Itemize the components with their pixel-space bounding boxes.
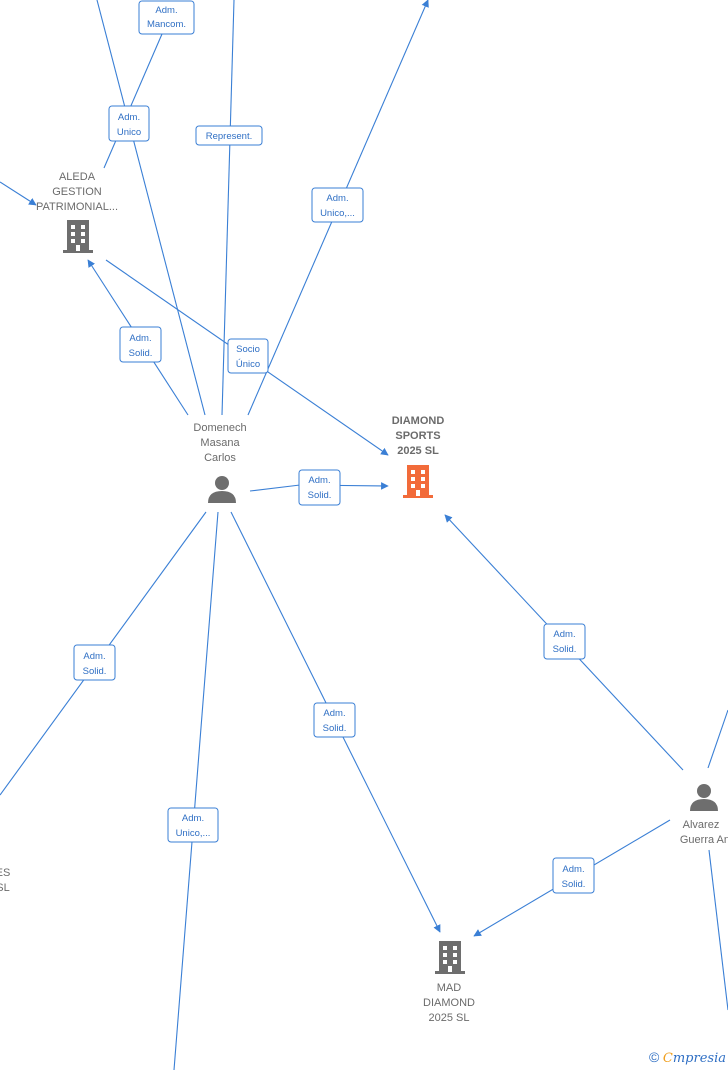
svg-text:Adm.: Adm. (323, 708, 345, 719)
relation-labels: Adm. Mancom. Adm. Unico Represent. Adm. … (73, 0, 595, 894)
svg-text:Solid.: Solid. (308, 490, 332, 501)
node-label: Alvarez (683, 819, 720, 831)
brand-initial: C (662, 1051, 673, 1066)
node-label: SPORTS (395, 430, 440, 442)
edge-alvarez-up (707, 709, 728, 769)
node-diamond-sports-2025-sl[interactable]: DIAMOND SPORTS 2025 SL (392, 415, 445, 498)
edge-represent (221, 0, 235, 416)
relation-adm-solid-diamond[interactable]: Adm. Solid. (298, 469, 341, 506)
node-label: 2025 SL (397, 445, 439, 457)
relation-adm-solid-mad[interactable]: Adm. Solid. (313, 702, 356, 738)
node-label: PATRIMONIAL... (36, 201, 118, 213)
building-icon (63, 220, 93, 253)
copyright-icon: © (648, 1049, 660, 1065)
brand-logo: © Cmpresia (649, 1049, 726, 1066)
node-label: Guerra Ana (680, 834, 728, 846)
svg-text:Socio: Socio (236, 344, 260, 355)
relation-adm-solid-left[interactable]: Adm. Solid. (73, 644, 116, 681)
person-icon (690, 784, 718, 811)
svg-text:Adm.: Adm. (553, 629, 575, 640)
node-mad-diamond-2025-sl[interactable]: MAD DIAMOND 2025 SL (423, 941, 475, 1024)
svg-text:Solid.: Solid. (562, 879, 586, 890)
building-icon (403, 465, 433, 498)
node-label: ES (0, 867, 10, 879)
node-alvarez-guerra-ana[interactable]: Alvarez Guerra Ana (680, 784, 728, 846)
svg-text:Adm.: Adm. (83, 651, 105, 662)
svg-text:Adm.: Adm. (326, 193, 348, 204)
relation-adm-solid-aleda[interactable]: Adm. Solid. (119, 326, 162, 363)
node-partial-company-left[interactable]: ES SL (0, 867, 10, 894)
relation-adm-solid-alvarez-mad[interactable]: Adm. Solid. (552, 857, 595, 894)
relation-represent[interactable]: Represent. (195, 125, 263, 146)
edge-left-to-aleda (0, 181, 37, 206)
node-aleda-gestion-patrimonial[interactable]: ALEDA GESTION PATRIMONIAL... (36, 171, 118, 253)
svg-text:Adm.: Adm. (562, 864, 584, 875)
node-label: 2025 SL (429, 1012, 470, 1024)
node-label: MAD (437, 982, 462, 994)
svg-text:Unico,...: Unico,... (176, 828, 211, 839)
edge-domenech-down (173, 511, 219, 1070)
node-label: DIAMOND (392, 415, 445, 427)
node-domenech-masana-carlos[interactable]: Domenech Masana Carlos (193, 422, 247, 503)
node-label: GESTION (52, 186, 102, 198)
relation-adm-unico-2[interactable]: Adm. Unico,... (311, 187, 364, 223)
svg-text:Adm.: Adm. (129, 333, 151, 344)
edge-top-to-domenech (96, 0, 206, 416)
node-label: Domenech (193, 422, 246, 434)
node-label: ALEDA (59, 171, 96, 183)
svg-text:Solid.: Solid. (553, 644, 577, 655)
svg-text:Unico: Unico (117, 127, 141, 138)
svg-text:Solid.: Solid. (323, 723, 347, 734)
node-label: Carlos (204, 452, 236, 464)
person-icon (208, 476, 236, 503)
svg-text:Adm.: Adm. (155, 5, 177, 16)
svg-text:Adm.: Adm. (118, 112, 140, 123)
relation-socio-unico[interactable]: Socio Único (227, 338, 269, 374)
relation-adm-solid-alvarez-diamond[interactable]: Adm. Solid. (543, 623, 586, 660)
building-icon (435, 941, 465, 974)
relation-adm-mancom[interactable]: Adm. Mancom. (138, 0, 195, 35)
svg-text:Solid.: Solid. (129, 348, 153, 359)
edge-alvarez-down (708, 849, 728, 1011)
svg-text:Unico,...: Unico,... (320, 208, 355, 219)
svg-text:Adm.: Adm. (182, 813, 204, 824)
relation-adm-unico-3[interactable]: Adm. Unico,... (167, 807, 219, 843)
svg-text:Solid.: Solid. (83, 666, 107, 677)
brand-name: mpresia (672, 1051, 726, 1066)
svg-text:Adm.: Adm. (308, 475, 330, 486)
edge-mancom-to-aleda (103, 33, 163, 169)
svg-text:Único: Único (236, 359, 260, 370)
node-label: Masana (200, 437, 240, 449)
relation-adm-unico-1[interactable]: Adm. Unico (108, 105, 150, 142)
svg-text:Represent.: Represent. (206, 131, 252, 142)
svg-text:Mancom.: Mancom. (147, 19, 186, 30)
node-label: SL (0, 882, 10, 894)
node-label: DIAMOND (423, 997, 475, 1009)
